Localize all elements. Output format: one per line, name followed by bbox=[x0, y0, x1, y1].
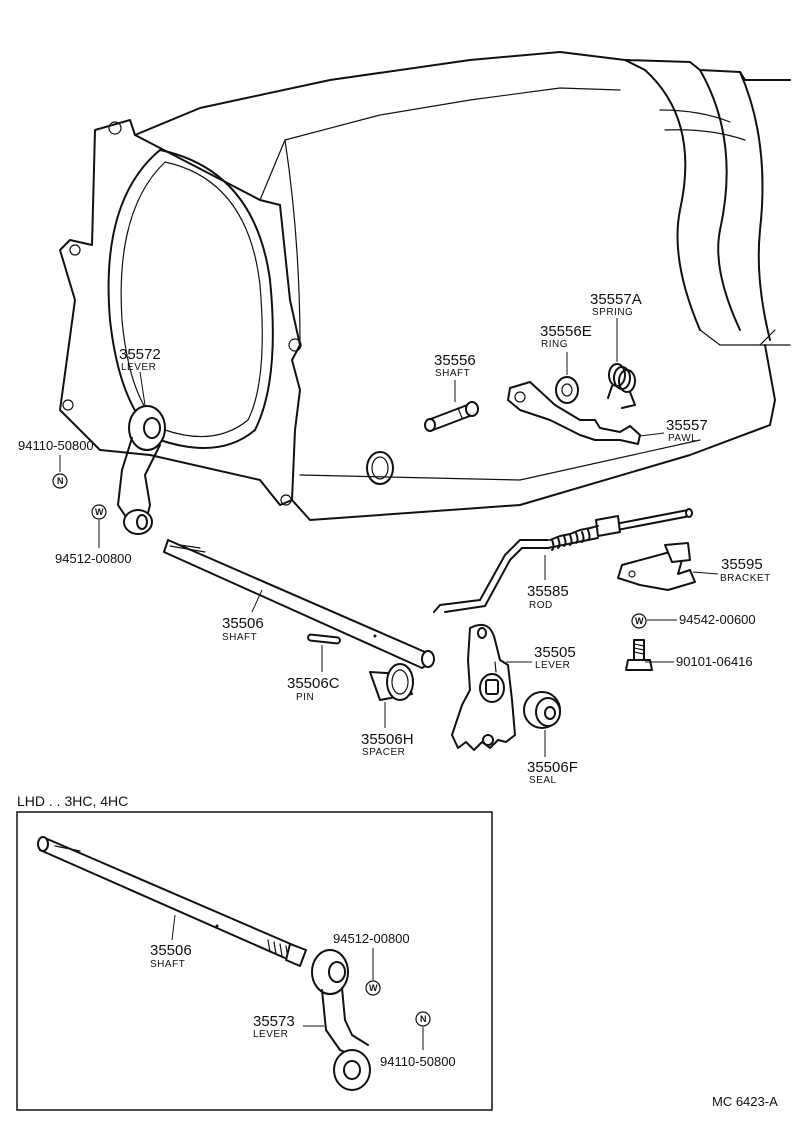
inset-part-num-35573: 35573 bbox=[253, 1013, 295, 1030]
part-name-35505: LEVER bbox=[535, 660, 570, 671]
part-num-35505: 35505 bbox=[534, 644, 576, 661]
inset-part-num-94110: 94110-50800 bbox=[380, 1054, 456, 1069]
part-name-35557: PAWL bbox=[668, 433, 697, 444]
symbol-w-94542: W bbox=[635, 616, 644, 626]
inset-symbol-w: W bbox=[369, 983, 378, 993]
part-num-35506: 35506 bbox=[222, 615, 264, 632]
symbol-w-top: W bbox=[95, 507, 104, 517]
lever-35505[interactable] bbox=[451, 624, 516, 751]
part-name-35557a: SPRING bbox=[592, 307, 633, 318]
pin-35506c[interactable] bbox=[307, 633, 341, 645]
symbol-n-top: N bbox=[57, 476, 64, 486]
part-num-35595: 35595 bbox=[721, 556, 763, 573]
inset-header: LHD . . 3HC, 4HC bbox=[17, 793, 128, 809]
part-num-35557a: 35557A bbox=[590, 291, 642, 308]
pawl-35557[interactable] bbox=[507, 381, 641, 445]
part-name-35585: ROD bbox=[529, 600, 553, 611]
part-name-35595: BRACKET bbox=[720, 573, 771, 584]
shaft-35556[interactable] bbox=[424, 401, 479, 432]
part-name-35572: LEVER bbox=[121, 362, 156, 373]
inset-part-num-94512: 94512-00800 bbox=[333, 931, 410, 946]
diagram-code: MC 6423-A bbox=[712, 1094, 778, 1109]
w-symbol-icon: W bbox=[365, 980, 381, 996]
part-num-35506c: 35506C bbox=[287, 675, 340, 692]
inset-shaft-35506[interactable] bbox=[37, 836, 307, 967]
part-num-35585: 35585 bbox=[527, 583, 569, 600]
part-num-35506h: 35506H bbox=[361, 731, 414, 748]
inset-symbol-n: N bbox=[420, 1014, 427, 1024]
part-num-35556: 35556 bbox=[434, 352, 476, 369]
spacer-35506h[interactable] bbox=[369, 663, 414, 701]
bracket-35595[interactable] bbox=[617, 542, 696, 591]
part-num-35557: 35557 bbox=[666, 417, 708, 434]
part-name-35506h: SPACER bbox=[362, 747, 405, 758]
part-name-35506f: SEAL bbox=[529, 775, 557, 786]
n-symbol-icon: N bbox=[415, 1011, 431, 1027]
part-num-35572: 35572 bbox=[119, 346, 161, 363]
w-symbol-icon: W bbox=[631, 613, 647, 629]
part-name-35506: SHAFT bbox=[222, 632, 257, 643]
inset-part-num-35506: 35506 bbox=[150, 942, 192, 959]
part-num-94512-top: 94512-00800 bbox=[55, 551, 132, 566]
part-num-94542: 94542-00600 bbox=[679, 612, 756, 627]
part-num-35556e: 35556E bbox=[540, 323, 592, 340]
spring-35557a[interactable] bbox=[607, 363, 636, 409]
part-num-35506f: 35506F bbox=[527, 759, 578, 776]
inset-part-name-35573: LEVER bbox=[253, 1029, 288, 1040]
inset-lever-35573[interactable] bbox=[311, 949, 371, 1091]
inset-part-name-35506: SHAFT bbox=[150, 959, 185, 970]
part-num-94110-top: 94110-50800 bbox=[18, 438, 94, 453]
n-symbol-icon: N bbox=[52, 473, 68, 489]
bolt-90101[interactable] bbox=[625, 639, 653, 671]
w-symbol-icon: W bbox=[91, 504, 107, 520]
part-name-35556: SHAFT bbox=[435, 368, 470, 379]
seal-35506f[interactable] bbox=[523, 691, 561, 729]
inset-frame bbox=[16, 811, 493, 1111]
lever-35572[interactable] bbox=[117, 405, 166, 535]
shaft-35506[interactable] bbox=[163, 539, 435, 669]
part-name-35506c: PIN bbox=[296, 692, 314, 703]
ring-35556e[interactable] bbox=[555, 376, 579, 404]
rod-35585[interactable] bbox=[433, 508, 693, 613]
part-num-90101: 90101-06416 bbox=[676, 654, 753, 669]
transmission-case bbox=[59, 51, 791, 521]
part-name-35556e: RING bbox=[541, 339, 568, 350]
